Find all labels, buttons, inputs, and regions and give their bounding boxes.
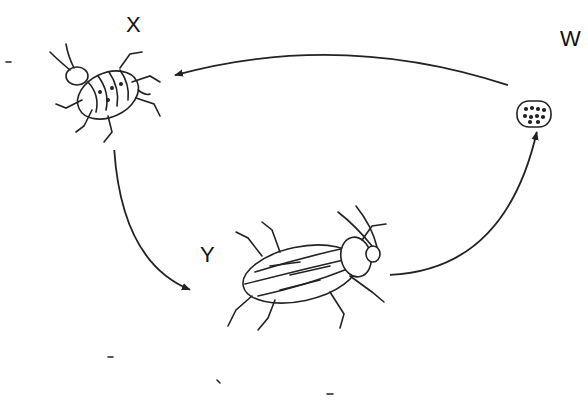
nymph-drawing [50,44,160,142]
egg-capsule-drawing [517,101,551,127]
cycle-arrow [114,150,190,290]
stage-letter: Y [200,244,215,266]
adult-stage: Y [190,200,390,336]
stage-letter: W [560,28,581,50]
egg-stage: W [508,28,580,132]
nymph-stage: X [40,14,175,150]
adult-insect-drawing [228,206,386,330]
cycle-arrow [390,132,537,275]
cycle-arrow [175,55,508,85]
stage-letter: X [126,14,141,36]
